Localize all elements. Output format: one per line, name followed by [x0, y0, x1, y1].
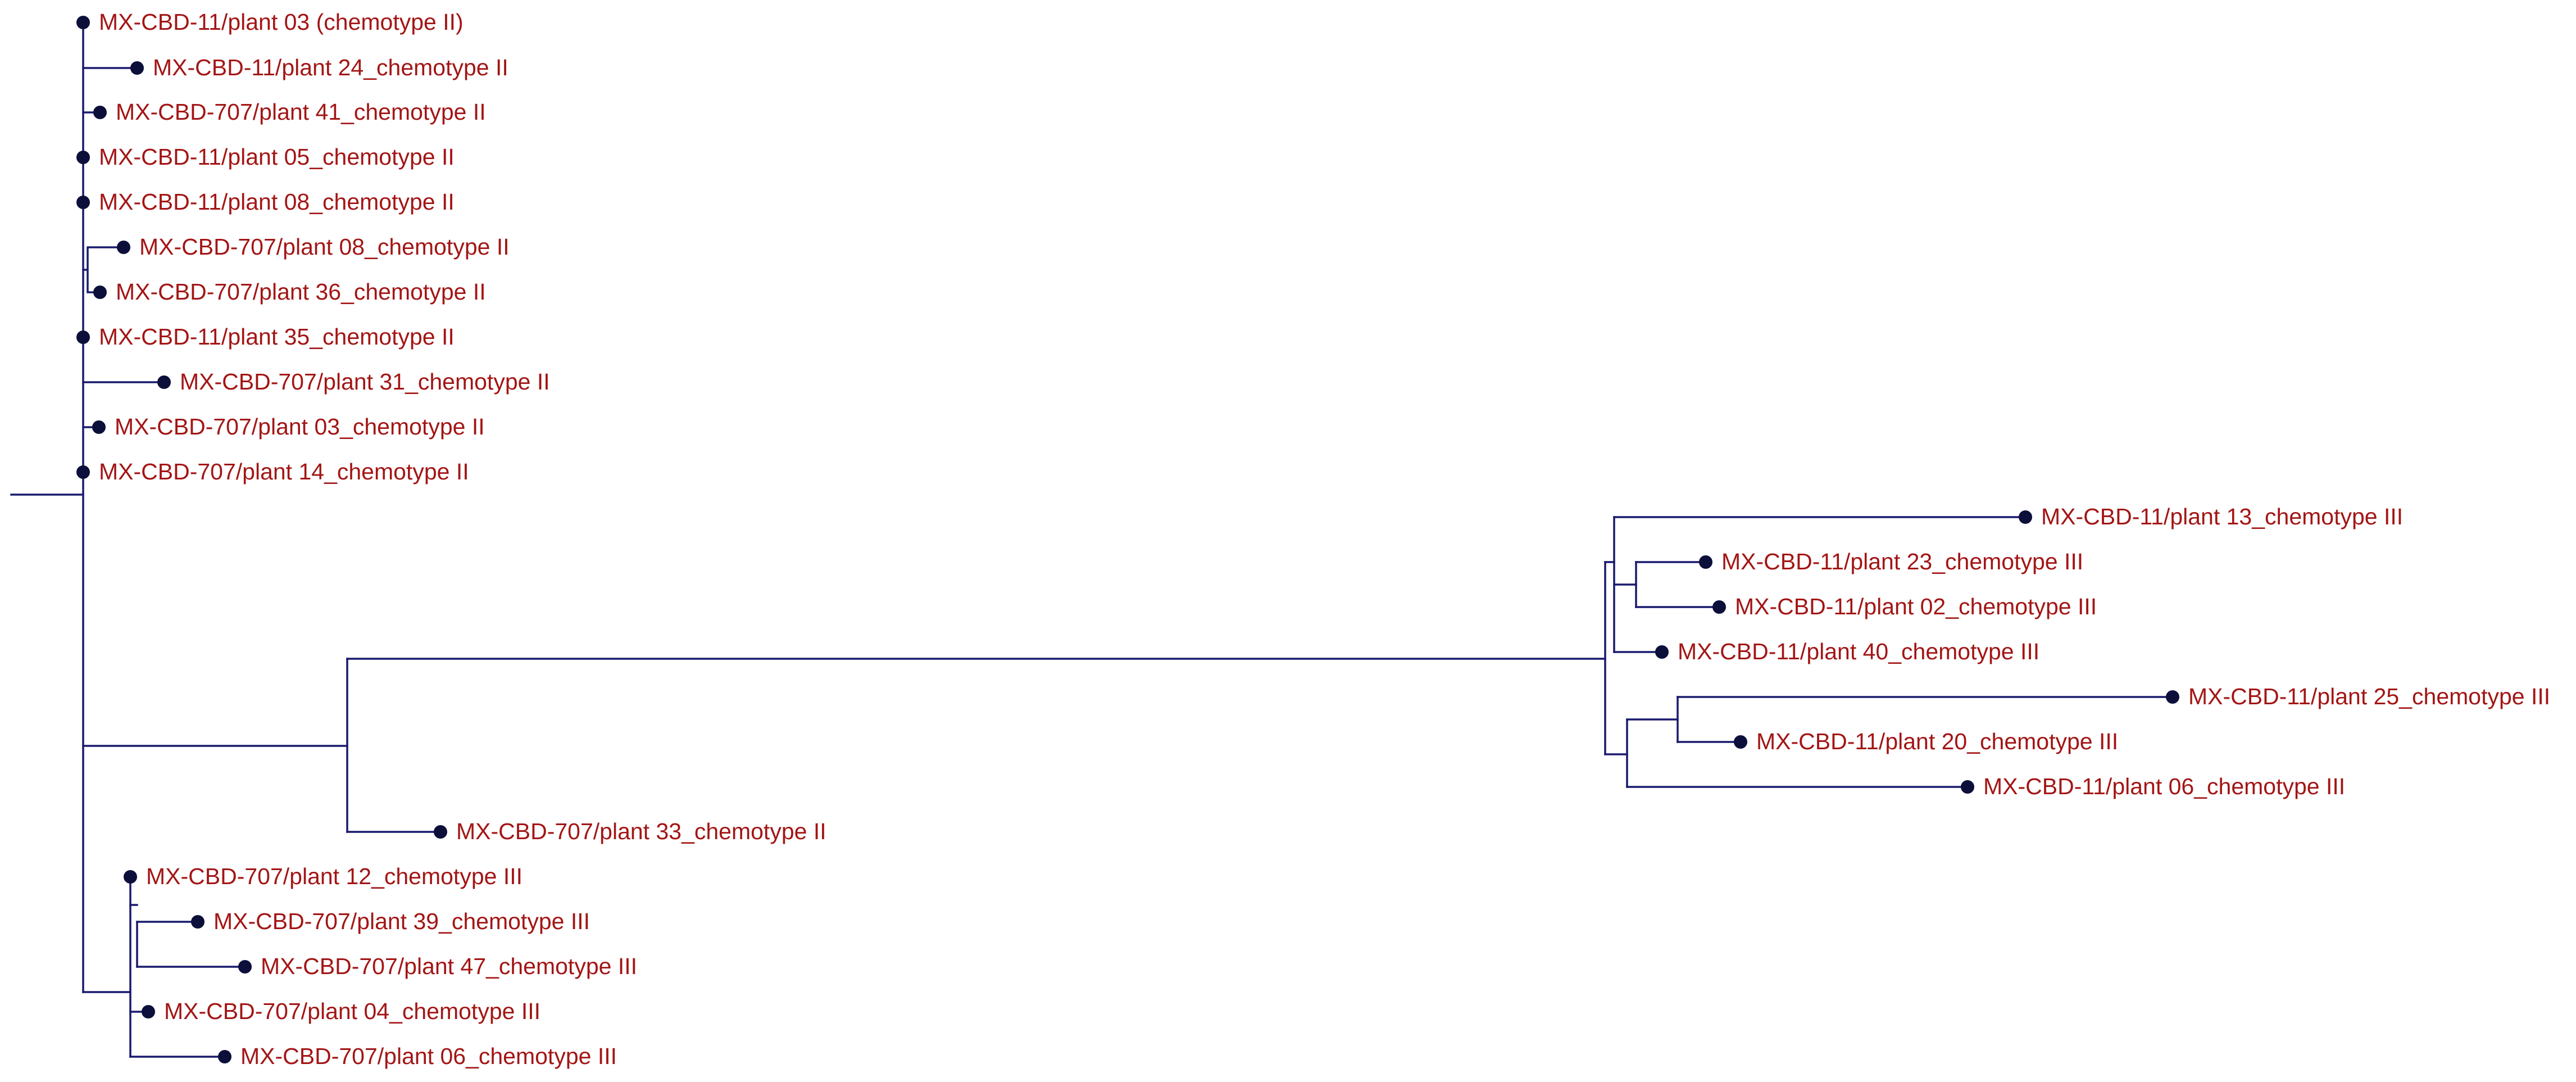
tip-node	[93, 286, 107, 299]
tip-label: MX-CBD-707/plant 47_chemotype III	[261, 953, 637, 979]
tip-node	[76, 465, 90, 479]
tip-node	[76, 196, 90, 209]
tip-node	[2019, 510, 2032, 524]
tip-node	[76, 151, 90, 164]
tip-node	[191, 915, 205, 929]
tip-label: MX-CBD-707/plant 04_chemotype III	[164, 998, 540, 1024]
tip-label: MX-CBD-11/plant 35_chemotype II	[99, 324, 455, 350]
tip-node	[76, 331, 90, 344]
tip-node	[238, 960, 252, 974]
tip-label: MX-CBD-11/plant 20_chemotype III	[1756, 728, 2118, 754]
tip-label: MX-CBD-707/plant 14_chemotype II	[99, 459, 469, 485]
tip-node	[1699, 555, 1712, 569]
tip-node	[93, 106, 107, 119]
tip-label: MX-CBD-11/plant 25_chemotype III	[2188, 683, 2550, 709]
tip-node	[218, 1050, 231, 1063]
tip-node	[434, 825, 447, 839]
tip-label: MX-CBD-11/plant 02_chemotype III	[1735, 594, 2097, 619]
tip-label: MX-CBD-11/plant 24_chemotype II	[153, 55, 508, 80]
tip-node	[76, 16, 90, 29]
branch-segment	[82, 246, 125, 293]
tree-branches	[10, 21, 2174, 1058]
tip-label: MX-CBD-707/plant 12_chemotype III	[146, 863, 523, 889]
tip-node	[130, 61, 144, 75]
tip-node	[142, 1005, 155, 1018]
tip-label: MX-CBD-11/plant 05_chemotype II	[99, 144, 455, 170]
tip-node	[124, 870, 137, 884]
tip-label: MX-CBD-707/plant 03_chemotype II	[115, 414, 485, 440]
tip-label: MX-CBD-707/plant 31_chemotype II	[180, 369, 550, 395]
tip-labels: MX-CBD-11/plant 03 (chemotype II) MX-CBD-…	[99, 9, 2550, 1069]
tip-node	[117, 241, 130, 254]
tip-label: MX-CBD-707/plant 36_chemotype II	[116, 279, 486, 305]
tip-node	[2166, 690, 2179, 704]
tip-label: MX-CBD-11/plant 23_chemotype III	[1721, 549, 2083, 574]
tip-label: MX-CBD-707/plant 41_chemotype II	[116, 99, 486, 125]
tip-label: MX-CBD-707/plant 06_chemotype III	[240, 1043, 617, 1069]
tip-label: MX-CBD-11/plant 13_chemotype III	[2041, 504, 2403, 529]
tip-nodes	[76, 16, 2179, 1063]
tip-label: MX-CBD-707/plant 33_chemotype II	[456, 818, 826, 844]
tip-label: MX-CBD-11/plant 40_chemotype III	[1678, 639, 2039, 664]
tip-node	[1734, 735, 1747, 749]
tip-label: MX-CBD-11/plant 06_chemotype III	[1983, 773, 2345, 799]
tip-node	[92, 420, 106, 434]
tip-label: MX-CBD-11/plant 08_chemotype II	[99, 189, 455, 215]
tip-node	[1712, 600, 1726, 614]
tip-label: MX-CBD-707/plant 39_chemotype III	[213, 908, 590, 934]
tip-node	[1655, 645, 1669, 659]
tip-label: MX-CBD-11/plant 03 (chemotype II)	[99, 9, 464, 35]
tip-label: MX-CBD-707/plant 08_chemotype II	[139, 234, 510, 260]
tip-node	[157, 375, 171, 389]
tip-node	[1961, 780, 1974, 794]
